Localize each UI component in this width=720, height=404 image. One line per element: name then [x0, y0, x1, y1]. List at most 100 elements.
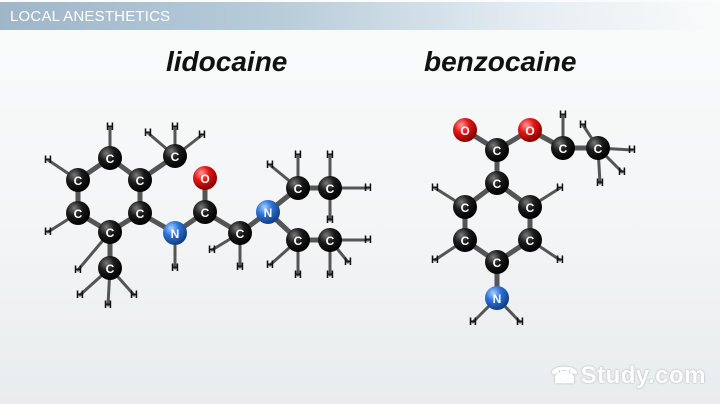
lidocaine-hydrogen-atom: H	[344, 256, 352, 268]
lidocaine-hydrogen-atom: H	[326, 269, 334, 281]
benzocaine-carbon-atom: C	[518, 228, 542, 252]
lidocaine-hydrogen-atom: H	[326, 149, 334, 161]
lidocaine-carbon-label: C	[136, 207, 145, 221]
lidocaine-nitrogen-label: N	[171, 227, 180, 241]
lidocaine-hydrogen-label: H	[326, 149, 334, 161]
lidocaine-hydrogen-label: H	[130, 289, 138, 301]
lidocaine-carbon-atom: C	[66, 168, 90, 192]
lidocaine-nitrogen-atom: N	[256, 200, 280, 224]
benzocaine-carbon-label: C	[461, 201, 470, 215]
benzocaine-oxygen-atom: O	[518, 118, 542, 142]
lidocaine-carbon-atom: C	[286, 228, 310, 252]
benzocaine-hydrogen-label: H	[556, 254, 564, 266]
lidocaine-hydrogen-label: H	[364, 182, 372, 194]
lidocaine-carbon-atom: C	[193, 200, 217, 224]
lidocaine-nitrogen-atom: N	[163, 221, 187, 245]
lidocaine-carbon-label: C	[326, 234, 335, 248]
lidocaine-hydrogen-atom: H	[106, 121, 114, 133]
lidocaine-hydrogen-atom: H	[236, 261, 244, 273]
benzocaine-hydrogen-atom: H	[579, 119, 587, 131]
lidocaine-hydrogen-label: H	[344, 256, 352, 268]
lidocaine-hydrogen-label: H	[198, 129, 206, 141]
benzocaine-hydrogen-atom: H	[431, 254, 439, 266]
lidocaine-carbon-atom: C	[228, 221, 252, 245]
benzocaine-hydrogen-atom: H	[469, 316, 477, 328]
benzocaine-oxygen-atom: O	[453, 118, 477, 142]
lidocaine-carbon-atom: C	[128, 168, 152, 192]
lidocaine-title: lidocaine	[166, 46, 288, 77]
benzocaine-hydrogen-atom: H	[559, 109, 567, 121]
lidocaine-oxygen-label: O	[200, 172, 209, 186]
benzocaine-hydrogen-label: H	[596, 177, 604, 189]
lidocaine-carbon-atom: C	[98, 220, 122, 244]
benzocaine-carbon-label: C	[559, 142, 568, 156]
benzocaine-hydrogen-atom: H	[556, 182, 564, 194]
lidocaine-hydrogen-label: H	[106, 121, 114, 133]
watermark: ☎Study.com	[551, 362, 706, 390]
lidocaine-carbon-atom: C	[66, 201, 90, 225]
lidocaine-oxygen-atom: O	[193, 166, 217, 190]
benzocaine-carbon-atom: C	[485, 171, 509, 195]
benzocaine-carbon-atom: C	[485, 138, 509, 162]
lidocaine-carbon-label: C	[294, 234, 303, 248]
lidocaine-hydrogen-label: H	[44, 226, 52, 238]
benzocaine-carbon-label: C	[526, 234, 535, 248]
lidocaine-carbon-label: C	[106, 262, 115, 276]
benzocaine-nitrogen-atom: N	[485, 286, 509, 310]
benzocaine-carbon-atom: C	[485, 250, 509, 274]
lidocaine-hydrogen-label: H	[171, 262, 179, 274]
lidocaine-hydrogen-label: H	[266, 159, 274, 171]
lidocaine-hydrogen-label: H	[236, 261, 244, 273]
benzocaine-hydrogen-atom: H	[556, 254, 564, 266]
lidocaine-hydrogen-label: H	[266, 259, 274, 271]
lidocaine-hydrogen-label: H	[104, 299, 112, 311]
benzocaine-hydrogen-label: H	[516, 316, 524, 328]
lidocaine-carbon-atom: C	[318, 228, 342, 252]
lidocaine-hydrogen-atom: H	[104, 299, 112, 311]
benzocaine-carbon-atom: C	[551, 136, 575, 160]
slide-title: LOCAL ANESTHETICS	[10, 8, 171, 25]
lidocaine-hydrogen-label: H	[326, 214, 334, 226]
lidocaine-carbon-label: C	[106, 226, 115, 240]
watermark-text: Study.com	[580, 362, 706, 389]
lidocaine-carbon-atom: C	[98, 256, 122, 280]
lidocaine-carbon-atom: C	[318, 176, 342, 200]
study-com-logo-icon: ☎	[550, 363, 579, 388]
lidocaine-carbon-label: C	[294, 182, 303, 196]
benzocaine-carbon-label: C	[493, 144, 502, 158]
lidocaine-hydrogen-atom: H	[364, 234, 372, 246]
lidocaine-carbon-label: C	[136, 174, 145, 188]
benzocaine-hydrogen-atom: H	[431, 182, 439, 194]
lidocaine-hydrogen-label: H	[294, 149, 302, 161]
lidocaine-hydrogen-atom: H	[364, 182, 372, 194]
lidocaine-hydrogen-label: H	[44, 154, 52, 166]
benzocaine-hydrogen-atom: H	[628, 144, 636, 156]
benzocaine-oxygen-label: O	[460, 124, 469, 138]
lidocaine-carbon-label: C	[74, 174, 83, 188]
lidocaine-hydrogen-atom: H	[326, 214, 334, 226]
lidocaine-hydrogen-label: H	[171, 121, 179, 133]
lidocaine-carbon-label: C	[236, 227, 245, 241]
lidocaine-carbon-label: C	[74, 207, 83, 221]
benzocaine-hydrogen-atom: H	[516, 316, 524, 328]
lidocaine-hydrogen-label: H	[74, 264, 82, 276]
lidocaine-hydrogen-atom: H	[171, 262, 179, 274]
benzocaine-hydrogen-label: H	[559, 109, 567, 121]
benzocaine-carbon-atom: C	[518, 195, 542, 219]
benzocaine-carbon-label: C	[594, 142, 603, 156]
benzocaine-hydrogen-atom: H	[618, 166, 626, 178]
benzocaine-nitrogen-label: N	[493, 292, 502, 306]
lidocaine-nitrogen-label: N	[264, 206, 273, 220]
lidocaine-hydrogen-atom: H	[44, 226, 52, 238]
lidocaine-hydrogen-atom: H	[266, 159, 274, 171]
lidocaine-hydrogen-label: H	[326, 269, 334, 281]
benzocaine-title: benzocaine	[424, 46, 577, 77]
lidocaine-hydrogen-atom: H	[208, 244, 216, 256]
benzocaine-oxygen-label: O	[525, 124, 534, 138]
benzocaine-carbon-atom: C	[586, 136, 610, 160]
lidocaine-carbon-atom: C	[98, 146, 122, 170]
lidocaine-hydrogen-atom: H	[44, 154, 52, 166]
lidocaine-hydrogen-label: H	[294, 269, 302, 281]
benzocaine-hydrogen-label: H	[431, 182, 439, 194]
